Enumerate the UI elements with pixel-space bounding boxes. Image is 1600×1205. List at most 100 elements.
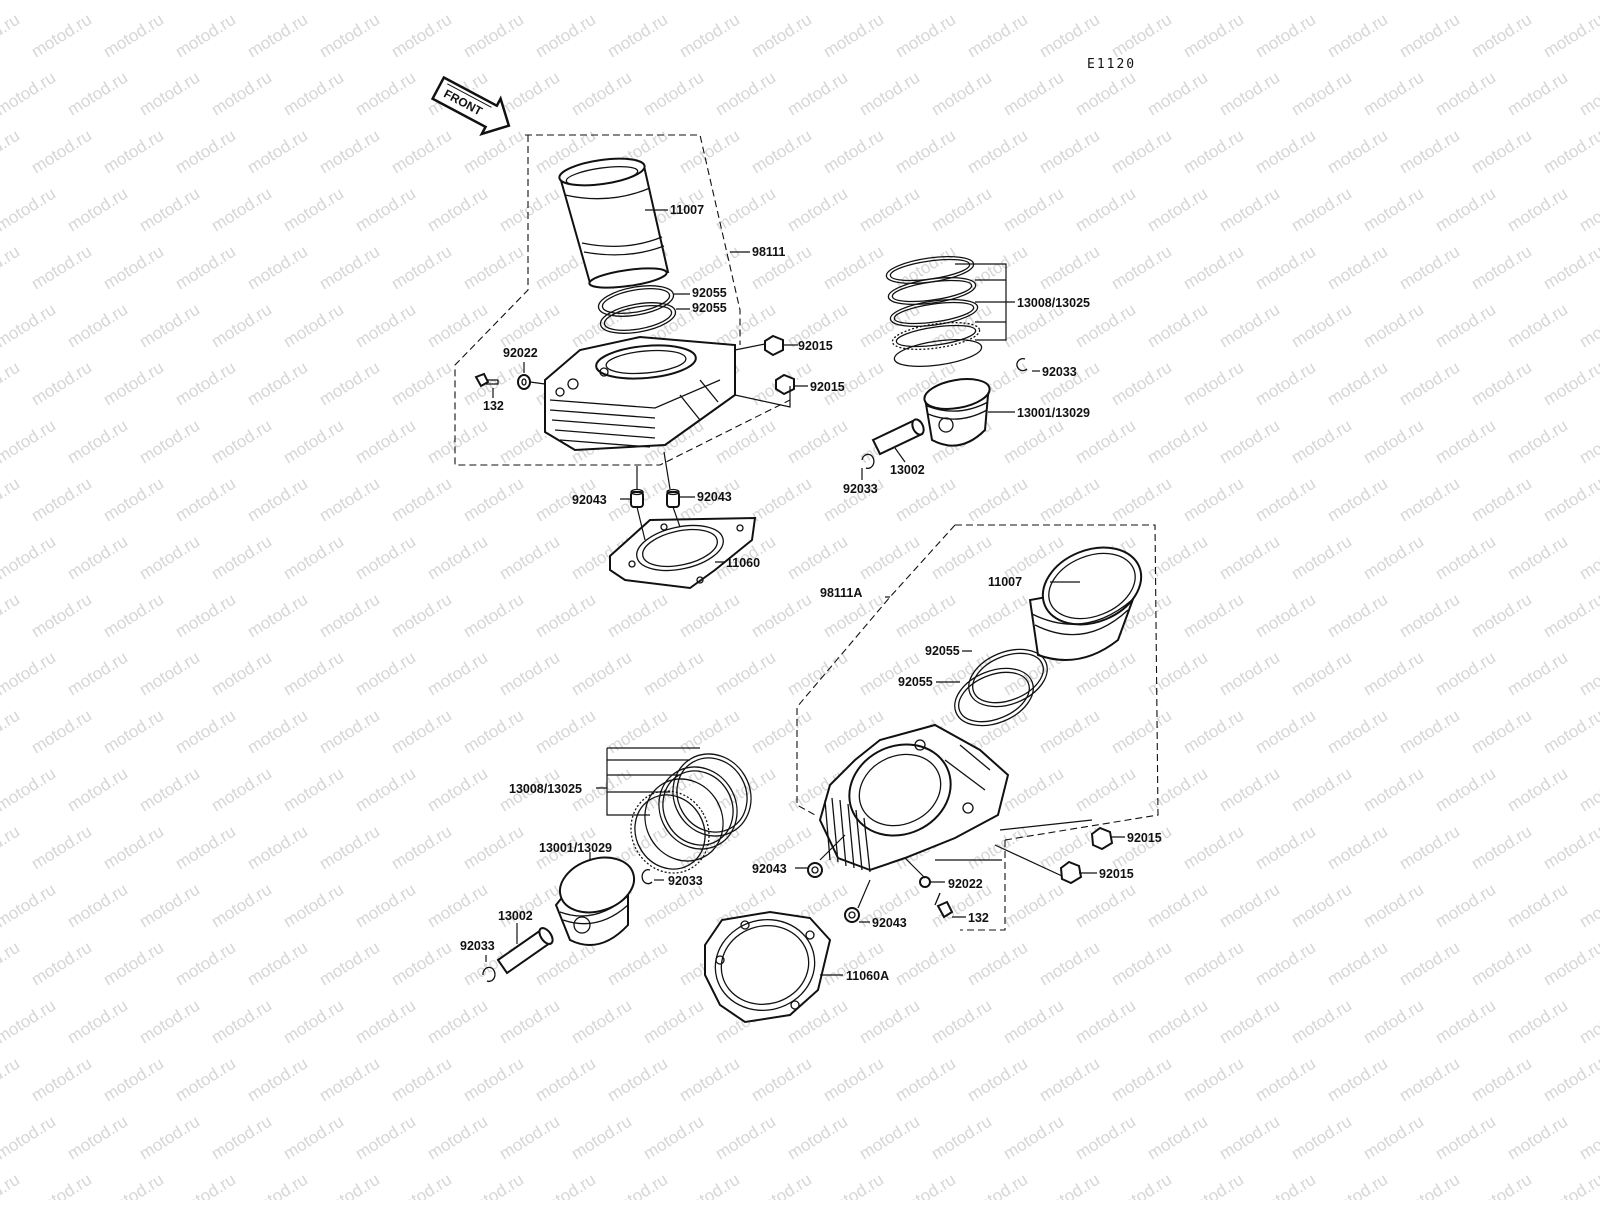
watermark-text: motod.ru <box>208 532 275 584</box>
watermark-text: motod.ru <box>1000 996 1067 1048</box>
label-rear-oring-2: 92055 <box>692 301 727 315</box>
watermark-text: motod.ru <box>784 68 851 120</box>
watermark-text: motod.ru <box>1540 1170 1600 1200</box>
watermark-text: motod.ru <box>1252 10 1319 62</box>
watermark-text: motod.ru <box>424 532 491 584</box>
watermark-text: motod.ru <box>388 474 455 526</box>
watermark-text: motod.ru <box>1504 764 1571 816</box>
watermark-text: motod.ru <box>1000 184 1067 236</box>
watermark-text: motod.ru <box>604 590 671 642</box>
watermark-text: motod.ru <box>1396 938 1463 990</box>
rear-circlip-right <box>1016 357 1028 372</box>
watermark-text: motod.ru <box>1252 822 1319 874</box>
watermark-text: motod.ru <box>604 706 671 758</box>
watermark-text: motod.ru <box>1252 1170 1319 1200</box>
watermark-text: motod.ru <box>1216 1112 1283 1164</box>
watermark-text: motod.ru <box>1324 474 1391 526</box>
watermark-text: motod.ru <box>532 590 599 642</box>
watermark-text: motod.ru <box>352 532 419 584</box>
watermark-text: motod.ru <box>280 0 347 3</box>
watermark-text: motod.ru <box>64 532 131 584</box>
watermark-text: motod.ru <box>1432 996 1499 1048</box>
watermark-text: motod.ru <box>0 590 23 642</box>
watermark-text: motod.ru <box>352 300 419 352</box>
watermark-text: motod.ru <box>964 938 1031 990</box>
watermark-text: motod.ru <box>316 938 383 990</box>
watermark-text: motod.ru <box>604 1170 671 1200</box>
watermark-text: motod.ru <box>1360 68 1427 120</box>
watermark-text: motod.ru <box>1576 648 1600 700</box>
watermark-text: motod.ru <box>208 416 275 468</box>
watermark-text: motod.ru <box>1360 648 1427 700</box>
watermark-text: motod.ru <box>964 1054 1031 1106</box>
front-bolt <box>934 892 954 919</box>
watermark-text: motod.ru <box>820 1170 887 1200</box>
watermark-text: motod.ru <box>496 68 563 120</box>
watermark-text: motod.ru <box>1144 648 1211 700</box>
watermark-text: motod.ru <box>892 1170 959 1200</box>
watermark-text: motod.ru <box>1504 0 1571 3</box>
watermark-text: motod.ru <box>28 358 95 410</box>
watermark-text: motod.ru <box>568 648 635 700</box>
watermark-text: motod.ru <box>280 300 347 352</box>
watermark-text: motod.ru <box>1252 474 1319 526</box>
watermark-text: motod.ru <box>1108 242 1175 294</box>
watermark-text: motod.ru <box>1324 1170 1391 1200</box>
watermark-text: motod.ru <box>1288 416 1355 468</box>
watermark-text: motod.ru <box>244 126 311 178</box>
watermark-text: motod.ru <box>676 706 743 758</box>
watermark-text: motod.ru <box>1000 764 1067 816</box>
label-front-cap-1: 92015 <box>1127 831 1162 845</box>
watermark-text: motod.ru <box>424 0 491 3</box>
watermark-text: motod.ru <box>172 1054 239 1106</box>
watermark-text: motod.ru <box>1468 474 1535 526</box>
watermark-text: motod.ru <box>1504 1112 1571 1164</box>
watermark-text: motod.ru <box>1432 1112 1499 1164</box>
watermark-text: motod.ru <box>928 1112 995 1164</box>
watermark-text: motod.ru <box>820 1054 887 1106</box>
watermark-text: motod.ru <box>352 880 419 932</box>
rear-bolt <box>474 372 499 388</box>
watermark-text: motod.ru <box>1468 242 1535 294</box>
watermark-text: motod.ru <box>1072 184 1139 236</box>
watermark-text: motod.ru <box>1432 532 1499 584</box>
watermark-text: motod.ru <box>244 1170 311 1200</box>
label-rear-dowel-r: 92043 <box>697 490 732 504</box>
watermark-text: motod.ru <box>676 1170 743 1200</box>
watermark-text: motod.ru <box>748 10 815 62</box>
watermark-text: motod.ru <box>784 416 851 468</box>
watermark-text: motod.ru <box>1504 996 1571 1048</box>
watermark-text: motod.ru <box>1324 10 1391 62</box>
watermark-text: motod.ru <box>784 0 851 3</box>
watermark-text: motod.ru <box>352 184 419 236</box>
watermark-text: motod.ru <box>244 10 311 62</box>
watermark-text: motod.ru <box>172 474 239 526</box>
watermark-text: motod.ru <box>352 648 419 700</box>
watermark-text: motod.ru <box>388 706 455 758</box>
watermark-text: motod.ru <box>568 0 635 3</box>
watermark-text: motod.ru <box>100 1054 167 1106</box>
watermark-text: motod.ru <box>1576 1112 1600 1164</box>
watermark-text: motod.ru <box>856 0 923 3</box>
watermark-text: motod.ru <box>892 126 959 178</box>
watermark-text: motod.ru <box>1000 880 1067 932</box>
watermark-text: motod.ru <box>1432 300 1499 352</box>
label-front-dowel-r: 92043 <box>872 916 907 930</box>
watermark-text: motod.ru <box>244 590 311 642</box>
watermark-text: motod.ru <box>676 10 743 62</box>
diagram-code: E1120 <box>1087 57 1136 72</box>
watermark-text: motod.ru <box>0 1112 59 1164</box>
watermark-text: motod.ru <box>1504 880 1571 932</box>
watermark-text: motod.ru <box>820 242 887 294</box>
watermark-text: motod.ru <box>136 1112 203 1164</box>
watermark-text: motod.ru <box>928 996 995 1048</box>
rear-dowel-right <box>666 488 680 508</box>
watermark-text: motod.ru <box>1180 126 1247 178</box>
label-front-clip-1: 92033 <box>668 874 703 888</box>
watermark-text: motod.ru <box>316 474 383 526</box>
watermark-text: motod.ru <box>244 706 311 758</box>
watermark-text: motod.ru <box>1288 0 1355 3</box>
watermark-text: motod.ru <box>64 1112 131 1164</box>
